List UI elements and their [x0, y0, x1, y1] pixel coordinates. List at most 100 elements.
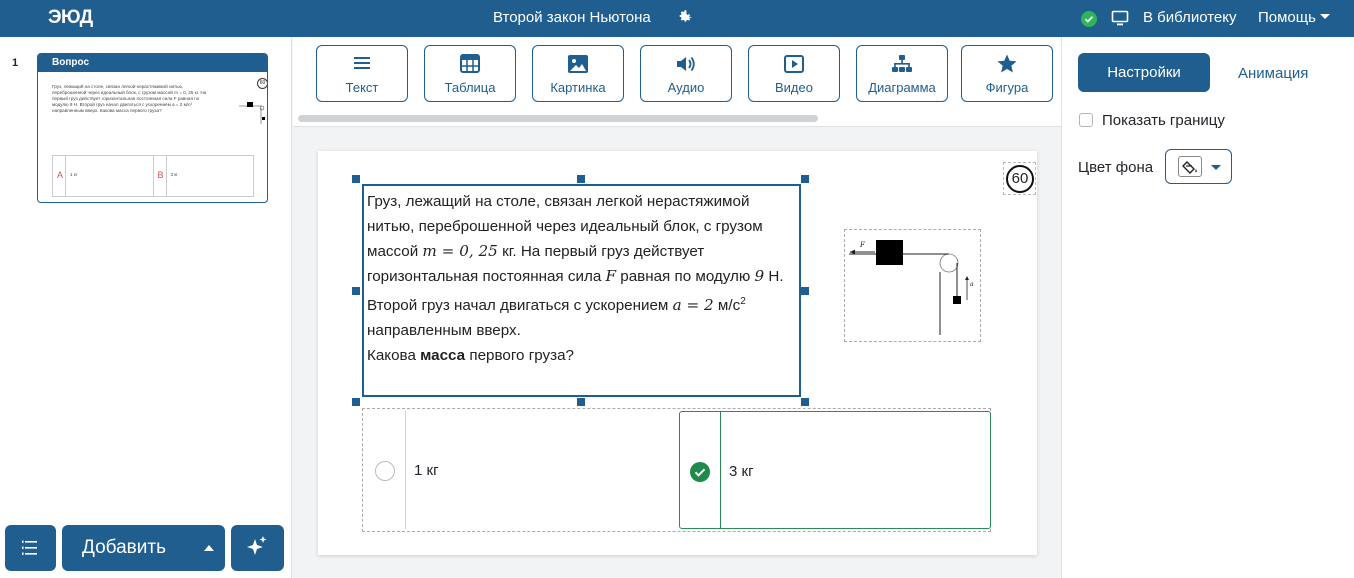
- sync-status-icon: [1081, 11, 1097, 27]
- gear-icon[interactable]: [676, 8, 693, 25]
- video-play-icon: [784, 55, 804, 73]
- answer-text: 3 кг: [170, 172, 178, 177]
- insert-audio-button[interactable]: Аудио: [640, 45, 732, 102]
- thumbnail-question-text: Груз, лежащий на столе, связан легкой не…: [52, 84, 207, 113]
- answer-letter: A: [57, 170, 64, 180]
- chevron-up-icon: [204, 545, 214, 551]
- tab-settings[interactable]: Настройки: [1078, 53, 1210, 92]
- text-segment: м/с: [713, 297, 741, 315]
- app-logo[interactable]: ЭЮД: [48, 7, 93, 28]
- pulley-diagram[interactable]: F a: [844, 229, 981, 342]
- thumbnail-diagram: [239, 102, 265, 124]
- answer-text[interactable]: 3 кг: [729, 463, 754, 480]
- tool-label: Таблица: [444, 80, 496, 95]
- tool-label: Аудио: [667, 80, 705, 95]
- insert-toolbar: Текст Таблица Картинка Аудио Видео Диагр…: [293, 37, 1061, 127]
- top-bar: ЭЮД Второй закон Ньютона В библиотеку По…: [0, 0, 1354, 37]
- text-segment: первого груза?: [465, 347, 574, 365]
- numbered-list-icon: [22, 540, 37, 555]
- answer-option[interactable]: 1 кг: [365, 411, 677, 529]
- tool-label: Фигура: [985, 80, 1029, 95]
- force-label: F: [859, 241, 866, 249]
- chevron-down-icon: [1319, 14, 1330, 19]
- thumbnail-timer-badge: 60: [257, 78, 267, 89]
- text-segment: кг. На первый груз действует горизонталь…: [367, 243, 705, 285]
- help-menu[interactable]: Помощь: [1258, 9, 1330, 26]
- resize-handle[interactable]: [577, 175, 585, 183]
- math-expression: m = 0, 25: [422, 242, 498, 260]
- tool-label: Текст: [345, 80, 379, 95]
- add-slide-button[interactable]: Добавить: [62, 525, 225, 571]
- background-color-picker[interactable]: [1165, 149, 1232, 184]
- insert-diagram-button[interactable]: Диаграмма: [856, 45, 948, 102]
- insert-image-button[interactable]: Картинка: [532, 45, 624, 102]
- resize-handle[interactable]: [801, 175, 809, 183]
- insert-table-button[interactable]: Таблица: [424, 45, 516, 102]
- insert-text-button[interactable]: Текст: [316, 45, 408, 102]
- help-menu-label: Помощь: [1258, 9, 1316, 26]
- library-link[interactable]: В библиотеку: [1143, 9, 1237, 26]
- slide-canvas[interactable]: 60 Груз, лежащий на столе, связан легкой…: [318, 151, 1037, 555]
- thumbnail-answer: B 3 кг: [154, 156, 254, 196]
- table-icon: [460, 54, 480, 73]
- timer-value: 60: [1006, 165, 1034, 193]
- answer-text: 1 кг: [70, 172, 78, 177]
- show-border-label[interactable]: Показать границу: [1102, 112, 1225, 129]
- acceleration-label: a: [970, 281, 974, 288]
- math-expression: a = 2: [672, 296, 714, 315]
- document-title[interactable]: Второй закон Ньютона: [493, 9, 651, 26]
- slide-thumbnail[interactable]: Вопрос 60 Груз, лежащий на столе, связан…: [37, 53, 268, 203]
- star-icon: [997, 54, 1017, 73]
- tool-label: Картинка: [550, 80, 606, 95]
- timer-element[interactable]: 60: [1003, 162, 1036, 195]
- text-segment: Н. Второй груз начал двигаться с ускорен…: [367, 268, 784, 315]
- thumbnail-answers: A 1 кг B 3 кг: [52, 155, 254, 197]
- superscript: 2: [740, 296, 746, 307]
- slides-panel: 1 Вопрос 60 Груз, лежащий на столе, связ…: [0, 37, 292, 578]
- properties-panel: Настройки Анимация Показать границу Цвет…: [1061, 37, 1354, 578]
- divider: [165, 156, 167, 196]
- slide-number: 1: [12, 57, 19, 69]
- text-lines-icon: [354, 57, 370, 69]
- insert-shape-button[interactable]: Фигура: [961, 45, 1053, 102]
- show-border-checkbox[interactable]: [1079, 113, 1093, 127]
- image-icon: [568, 55, 588, 73]
- question-text-box[interactable]: Груз, лежащий на столе, связан легкой не…: [362, 184, 801, 397]
- answer-option-correct[interactable]: 3 кг: [679, 411, 991, 529]
- chevron-down-icon: [1211, 165, 1221, 170]
- text-segment: Груз, лежащий на столе, связан легкой не…: [367, 193, 763, 260]
- tool-label: Видео: [775, 80, 813, 95]
- paint-bucket-icon: [1178, 156, 1202, 177]
- text-segment: Какова: [367, 347, 421, 365]
- resize-handle[interactable]: [352, 398, 360, 406]
- ai-generate-button[interactable]: [231, 525, 284, 571]
- monitor-icon[interactable]: [1111, 10, 1129, 27]
- tool-label: Диаграмма: [868, 80, 936, 95]
- background-color-label: Цвет фона: [1078, 159, 1154, 176]
- slide-list-button[interactable]: [5, 525, 56, 571]
- bold-text: масса: [420, 347, 466, 365]
- resize-handle[interactable]: [577, 398, 585, 406]
- check-circle-icon[interactable]: [690, 462, 710, 482]
- text-segment: направленным вверх.: [367, 322, 521, 340]
- toolbar-scrollbar[interactable]: [298, 115, 818, 122]
- resize-handle[interactable]: [801, 287, 809, 295]
- math-expression: F: [605, 267, 617, 285]
- thumbnail-answer: A 1 кг: [53, 156, 154, 196]
- hierarchy-icon: [892, 55, 912, 72]
- sparkles-icon: [247, 536, 267, 555]
- text-segment: равная по модулю: [616, 268, 755, 285]
- divider: [65, 156, 66, 196]
- radio-unchecked-icon[interactable]: [375, 461, 395, 481]
- resize-handle[interactable]: [352, 287, 360, 295]
- answer-text[interactable]: 1 кг: [414, 462, 439, 479]
- add-slide-label: Добавить: [82, 537, 166, 558]
- resize-handle[interactable]: [801, 398, 809, 406]
- tab-animation[interactable]: Анимация: [1238, 65, 1309, 82]
- pulley-drawing: F a: [849, 240, 974, 335]
- answers-block[interactable]: 1 кг 3 кг: [362, 408, 991, 532]
- insert-video-button[interactable]: Видео: [748, 45, 840, 102]
- question-text[interactable]: Груз, лежащий на столе, связан легкой не…: [367, 189, 799, 368]
- answer-letter: B: [157, 170, 164, 180]
- resize-handle[interactable]: [352, 175, 360, 183]
